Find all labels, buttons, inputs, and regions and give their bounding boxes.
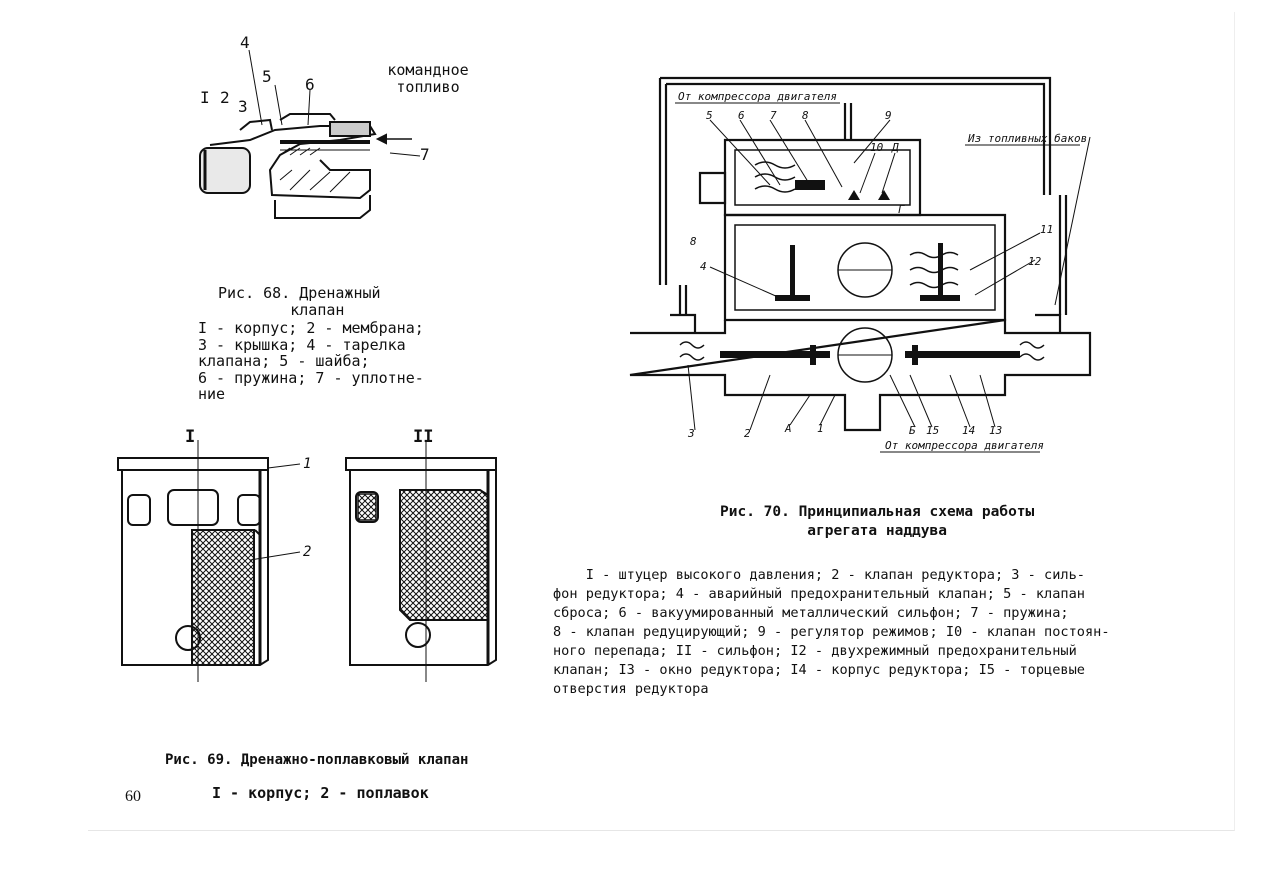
fig70-callout-4: 4: [700, 260, 707, 273]
fig69-view-label-2: II: [413, 427, 433, 447]
fig68-callout-1: I: [200, 88, 210, 107]
fig70-callout-7: 7: [770, 109, 777, 122]
fig70-callout-6: 6: [738, 109, 745, 122]
fig68-legend: I - корпус; 2 - мембрана; 3 - крышка; 4 …: [198, 319, 424, 403]
fig69-float-view2: [399, 489, 489, 621]
fig70-label-compressor-bottom: От компрессора двигателя: [885, 439, 1044, 452]
drain-float-valve-illustration: I II 1 2: [117, 427, 497, 682]
fig68-side-label: командное топливо: [387, 61, 469, 96]
fig68-callout-5: 5: [262, 67, 272, 86]
fig70-callout-1: 1: [817, 422, 824, 435]
fig70-legend: I - штуцер высокого давления; 2 - клапан…: [553, 567, 1110, 697]
fig70-callout-9: 9: [885, 109, 892, 122]
fig68-callout-4: 4: [240, 33, 250, 52]
fig70-callout-12: 12: [1028, 255, 1042, 268]
fig70-callout-13: 13: [989, 424, 1002, 437]
fig69-view-label-1: I: [185, 427, 195, 447]
fig70-emergency-valve: [775, 295, 810, 301]
fig70-callout-B: Б: [909, 424, 916, 437]
fig70-callout-8a: 8: [802, 109, 809, 122]
fig70-callout-D: Д: [891, 141, 899, 154]
fig70-callout-14: 14: [962, 424, 975, 437]
fig68-callout-3: 3: [238, 97, 248, 116]
fig70-callout-A: А: [784, 422, 792, 435]
fig69-caption-title: Рис. 69. Дренажно-поплавковый клапан: [165, 752, 469, 768]
fig69-callout-1: 1: [303, 456, 311, 472]
fig69-float-view1: [191, 529, 255, 666]
fig70-caption-title: Рис. 70. Принципиальная схема работы агр…: [720, 504, 1035, 539]
drain-valve-illustration: I 2 3 4 5 6 7: [199, 33, 430, 219]
fig70-drawing: От компрессора двигателя Из топливных ба…: [620, 75, 1100, 460]
fig70-callout-11: 11: [1040, 223, 1053, 236]
fig68-callout-6: 6: [305, 75, 315, 94]
fig70-callout-8b: 8: [690, 235, 697, 248]
fig68-callout-7: 7: [420, 145, 430, 164]
fig68-callout-2: 2: [220, 88, 230, 107]
fig70-callout-G: Г: [898, 203, 905, 216]
fig70-label-compressor-top: От компрессора двигателя: [678, 90, 837, 103]
fig68-caption-title: Рис. 68. Дренажный клапан: [218, 284, 381, 319]
fig69-callout-2: 2: [303, 544, 311, 560]
fig70-callout-2: 2: [744, 427, 751, 440]
pressurization-unit-schematic: От компрессора двигателя Из топливных ба…: [629, 76, 1092, 453]
fig70-label-fuel-tanks: Из топливных баков: [967, 132, 1087, 145]
fig70-callout-15: 15: [926, 424, 939, 437]
fig70-callout-3: 3: [687, 427, 695, 440]
fig69-drawing: I II 1 2: [110, 420, 510, 690]
fig69-legend: I - корпус; 2 - поплавок: [212, 784, 429, 802]
fig68-drawing: I 2 3 4 5 6 7: [180, 30, 480, 230]
fig70-callout-5: 5: [706, 109, 713, 122]
fig70-callout-10: 10: [870, 141, 884, 154]
page-number: 60: [125, 788, 141, 805]
